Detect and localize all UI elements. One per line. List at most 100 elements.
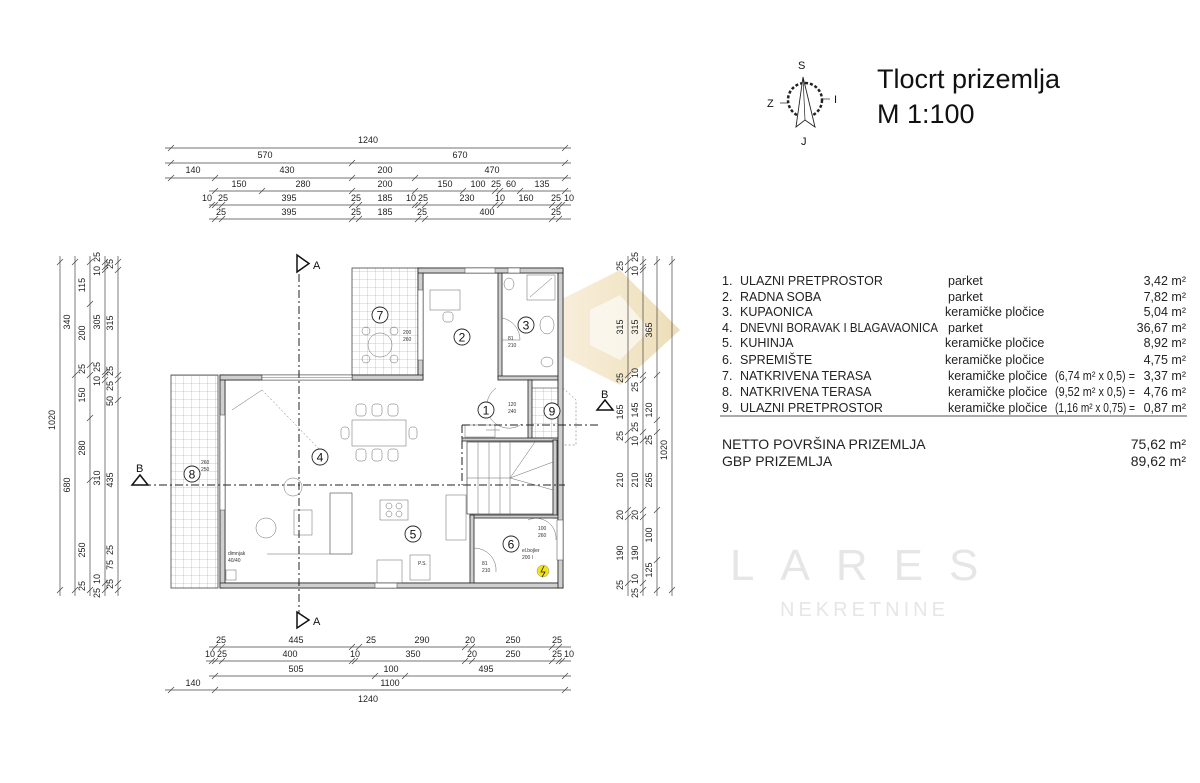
dimension-tick bbox=[101, 263, 109, 271]
dimension-label: 10 bbox=[92, 574, 102, 584]
dimension-label: 200 bbox=[377, 165, 392, 175]
dimension-tick bbox=[461, 643, 469, 651]
dimension-tick bbox=[414, 215, 422, 223]
dimension-tick bbox=[167, 686, 175, 694]
door-1-height: 240 bbox=[508, 409, 517, 415]
watermark-text: LARES bbox=[730, 541, 1004, 590]
dimension-label: 25 bbox=[216, 207, 226, 217]
door-6i-width: 81 bbox=[482, 561, 488, 567]
dimension-label: 25 bbox=[630, 588, 640, 598]
dimension-tick bbox=[86, 414, 94, 422]
dimension-label: 10 bbox=[630, 436, 640, 446]
dimension-label: 1100 bbox=[380, 678, 399, 688]
dimension-label: 25 bbox=[551, 207, 561, 217]
dimension-tick bbox=[167, 144, 175, 152]
ps-label: P.S. bbox=[418, 561, 427, 567]
dimension-label: 350 bbox=[405, 649, 420, 659]
dimension-tick bbox=[101, 368, 109, 376]
dimension-tick bbox=[496, 201, 504, 209]
dimension-tick bbox=[114, 376, 122, 384]
room-marker-circle bbox=[453, 328, 471, 346]
room-name: NATKRIVENA TERASA bbox=[740, 385, 872, 399]
dimension-tick bbox=[624, 371, 632, 379]
dimension-tick bbox=[461, 657, 469, 665]
dimension-tick bbox=[561, 174, 569, 182]
window-7-height: 260 bbox=[403, 337, 412, 343]
dimension-label: 20 bbox=[467, 649, 477, 659]
section-marker-a bbox=[130, 253, 615, 630]
drawing-title: Tlocrt prizemlja bbox=[877, 64, 1061, 94]
dimension-tick bbox=[421, 201, 429, 209]
room-marker-7: 7 bbox=[377, 309, 384, 323]
dimension-label: 185 bbox=[377, 193, 392, 203]
room-marker-6: 6 bbox=[508, 538, 515, 552]
dimension-tick bbox=[348, 201, 356, 209]
dimension-tick bbox=[355, 201, 363, 209]
room-floor: keramičke pločice bbox=[948, 369, 1047, 383]
dimension-tick bbox=[211, 686, 219, 694]
dimension-tick bbox=[101, 266, 109, 274]
dimension-tick bbox=[548, 201, 556, 209]
section-label-a-bottom: A bbox=[313, 616, 321, 628]
dimension-tick bbox=[348, 657, 356, 665]
dimension-label: 125 bbox=[644, 562, 654, 577]
dimension-tick bbox=[211, 672, 219, 680]
dimension-label: 25 bbox=[615, 373, 625, 383]
dimension-label: 25 bbox=[644, 435, 654, 445]
dimension-label: 250 bbox=[77, 542, 87, 557]
dimension-tick bbox=[71, 586, 79, 594]
room-name: DNEVNI BORAVAK I BLAGAVAONICA bbox=[740, 321, 939, 335]
dimension-label: 160 bbox=[518, 193, 533, 203]
room-area: 36,67 m² bbox=[1137, 321, 1186, 335]
dimension-label: 10 bbox=[630, 368, 640, 378]
dimension-label: 495 bbox=[478, 664, 493, 674]
door-2-height: 210 bbox=[508, 343, 517, 349]
room-area: 3,37 m² bbox=[1144, 369, 1186, 383]
dimension-label: 25 bbox=[105, 259, 115, 269]
dimension-label: 120 bbox=[644, 402, 654, 417]
dimension-tick bbox=[71, 258, 79, 266]
drawing-scale: M 1:100 bbox=[877, 99, 975, 129]
dimension-label: 250 bbox=[505, 635, 520, 645]
section-lines bbox=[143, 258, 600, 625]
room-area: 8,92 m² bbox=[1144, 336, 1186, 350]
dimension-tick bbox=[555, 657, 563, 665]
dimension-label: 185 bbox=[377, 207, 392, 217]
dimension-label: 10 bbox=[92, 376, 102, 386]
dimension-label: 25 bbox=[105, 366, 115, 376]
total-gross-value: 89,62 m² bbox=[1131, 453, 1187, 469]
dimension-tick bbox=[86, 258, 94, 266]
dimension-label: 400 bbox=[282, 649, 297, 659]
dimension-tick bbox=[348, 159, 356, 167]
dimension-tick bbox=[496, 187, 504, 195]
column-mark bbox=[283, 477, 303, 497]
dimension-label: 25 bbox=[77, 364, 87, 374]
dimension-tick bbox=[211, 174, 219, 182]
dimension-label: 310 bbox=[92, 470, 102, 485]
room-marker-5: 5 bbox=[410, 528, 417, 542]
dimension-tick bbox=[639, 579, 647, 587]
dimension-tick bbox=[653, 506, 661, 514]
room-floor: keramičke pločice bbox=[948, 401, 1047, 415]
room-marker-2: 2 bbox=[459, 331, 466, 345]
dimension-label: 315 bbox=[615, 319, 625, 334]
boiler-volume: 200 l bbox=[522, 555, 533, 561]
dimension-tick bbox=[561, 686, 569, 694]
room-marker-3: 3 bbox=[523, 319, 530, 333]
dimension-tick bbox=[211, 187, 219, 195]
dimension-tick bbox=[351, 657, 359, 665]
dimension-tick bbox=[218, 201, 226, 209]
dimension-label: 1020 bbox=[659, 440, 669, 460]
dimension-label: 25 bbox=[92, 588, 102, 598]
dimension-tick bbox=[114, 579, 122, 587]
dimension-label: 135 bbox=[534, 179, 549, 189]
dimension-label: 25 bbox=[77, 581, 87, 591]
dimension-tick bbox=[211, 201, 219, 209]
dimension-label: 25 bbox=[491, 179, 501, 189]
dimension-tick bbox=[208, 201, 216, 209]
door-2-width: 81 bbox=[508, 336, 514, 342]
room-floor: parket bbox=[948, 274, 983, 288]
dimension-label: 140 bbox=[185, 165, 200, 175]
dimension-tick bbox=[491, 187, 499, 195]
